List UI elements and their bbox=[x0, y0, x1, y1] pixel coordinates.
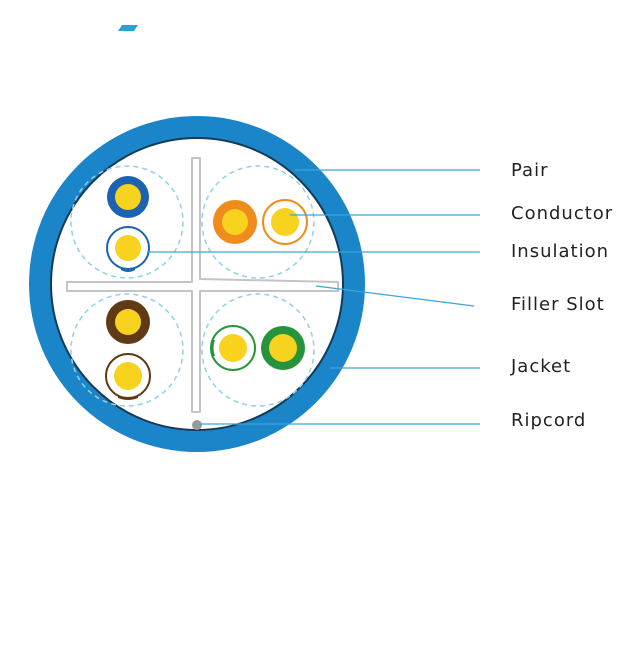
conductor-brown bbox=[115, 309, 141, 335]
conductor-white-brown bbox=[114, 362, 142, 390]
conductor-green bbox=[269, 334, 297, 362]
stripe-green bbox=[210, 340, 215, 356]
pair-green bbox=[210, 325, 305, 371]
label-conductor: Conductor bbox=[511, 203, 614, 224]
pair-outline-bottom-right bbox=[201, 293, 315, 407]
corner-mark bbox=[118, 25, 138, 31]
pair-outlines bbox=[70, 165, 315, 407]
leader-lines bbox=[147, 169, 480, 425]
ripcord bbox=[192, 420, 202, 430]
stripe-blue bbox=[121, 268, 135, 272]
filler-cross bbox=[66, 157, 339, 413]
pair-outline-top-right bbox=[201, 165, 315, 279]
conductor-white-green bbox=[219, 334, 247, 362]
pair-brown bbox=[105, 300, 151, 400]
leader-filler-slot bbox=[315, 285, 475, 307]
label-filler-slot: Filler Slot bbox=[511, 294, 605, 315]
pair-blue bbox=[106, 176, 150, 272]
conductor-white-orange bbox=[271, 208, 299, 236]
pair-outline-top-left bbox=[70, 165, 184, 279]
label-pair: Pair bbox=[511, 160, 549, 181]
label-ripcord: Ripcord bbox=[511, 410, 587, 431]
pair-outline-bottom-left bbox=[70, 293, 184, 407]
conductor-orange bbox=[222, 209, 248, 235]
conductor-blue bbox=[115, 184, 141, 210]
conductor-white-blue bbox=[115, 235, 141, 261]
stripe-brown bbox=[118, 396, 138, 400]
label-insulation: Insulation bbox=[511, 241, 610, 262]
label-jacket: Jacket bbox=[511, 356, 572, 377]
